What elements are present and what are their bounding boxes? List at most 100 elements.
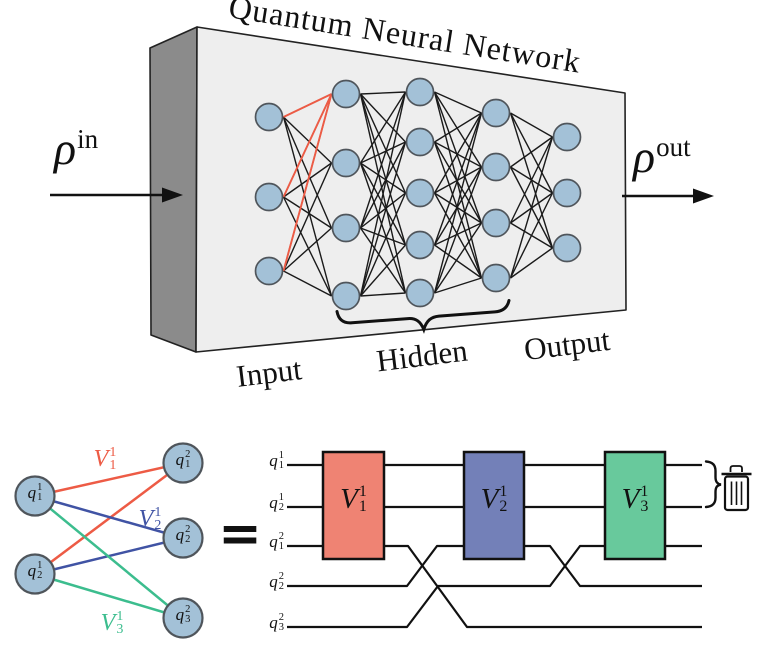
graph-edge-red (34, 461, 184, 498)
network-highlighted-edge (282, 93, 333, 272)
q-sup: 1 (37, 482, 43, 493)
box-side-face (149, 26, 198, 353)
graph-edge-green (34, 495, 184, 619)
v-sup: 1 (499, 483, 508, 500)
network-highlighted-edge (282, 93, 333, 198)
network-edge (282, 162, 333, 272)
q-sup: 2 (278, 531, 284, 542)
v-sup: 1 (358, 483, 367, 500)
rho-in-label: ρin (54, 123, 99, 174)
network-node (331, 79, 361, 109)
network-nodes (254, 77, 582, 311)
input-arrow (50, 187, 183, 203)
network-edge (359, 93, 407, 246)
network-node (481, 98, 511, 128)
q-sup: 2 (278, 571, 284, 582)
q-sub: 1 (278, 540, 284, 552)
q-base: q (269, 572, 278, 592)
network-edge (359, 141, 407, 229)
network-edge (434, 91, 482, 114)
network-edge (360, 91, 406, 95)
network-node (552, 233, 582, 263)
network-highlighted-edges (282, 93, 333, 272)
v-base: V (100, 610, 116, 637)
v-sub: 1 (109, 458, 117, 474)
v-sup: 1 (640, 483, 649, 500)
network-edge (283, 196, 332, 229)
network-edge (433, 91, 483, 279)
output-arrow (622, 188, 714, 204)
network-node (481, 208, 511, 238)
network-node (481, 152, 511, 182)
network-node (405, 230, 435, 260)
graph-edge-blue (34, 494, 184, 540)
graph-node-q12 (14, 553, 56, 595)
gate-v13 (603, 450, 667, 561)
network-node (481, 263, 511, 293)
network-edge (510, 247, 553, 279)
graph-node-q21 (162, 442, 204, 484)
network-edge (359, 91, 407, 229)
q-base: q (27, 561, 37, 581)
network-edge (433, 91, 483, 168)
v-sub: 3 (116, 622, 124, 638)
network-edge (282, 196, 333, 297)
gate-v12 (462, 450, 526, 561)
qubit-graph-nodes (14, 442, 204, 639)
q-base: q (269, 613, 278, 633)
rho-in-superscript: in (77, 124, 99, 154)
q-sub: 1 (37, 491, 43, 503)
network-edge (360, 192, 406, 229)
v-sub: 2 (499, 498, 508, 516)
network-edge (359, 192, 407, 297)
graph-node-q23 (162, 597, 204, 639)
network-node (254, 182, 284, 212)
hidden-underbrace (335, 299, 511, 334)
q-sup: 2 (185, 604, 191, 615)
network-edge (509, 136, 554, 224)
network-edge (434, 192, 482, 224)
network-node (331, 213, 361, 243)
output-arrowhead (693, 188, 714, 204)
network-edge (433, 112, 483, 194)
q-sup: 2 (185, 449, 191, 460)
network-edge (510, 112, 553, 138)
rho-out-label: ρout (633, 131, 691, 182)
network-edge (360, 292, 406, 297)
rho-out-superscript: out (656, 132, 691, 162)
circuit-gates (321, 450, 667, 561)
q-sup: 1 (37, 560, 43, 571)
network-edge (359, 141, 407, 297)
q-sub: 2 (37, 569, 43, 581)
qubit-graph-edges (34, 461, 184, 620)
network-node (331, 281, 361, 311)
rho-symbol: ρ (633, 131, 656, 182)
rho-symbol: ρ (54, 123, 77, 174)
network-node (405, 278, 435, 308)
network-node (405, 77, 435, 107)
network-edge (433, 166, 483, 294)
network-node (405, 127, 435, 157)
network-edge (360, 162, 406, 194)
network-edge (360, 141, 406, 164)
network-edge (509, 136, 554, 279)
network-edge (359, 93, 407, 194)
v-base: V (621, 482, 640, 515)
network-edge (510, 136, 553, 168)
q-base: q (269, 451, 278, 471)
network-edge (434, 244, 482, 279)
v-sub: 2 (154, 518, 162, 534)
network-edge (283, 270, 332, 297)
input-arrowhead (162, 187, 183, 203)
network-edge (433, 166, 483, 246)
